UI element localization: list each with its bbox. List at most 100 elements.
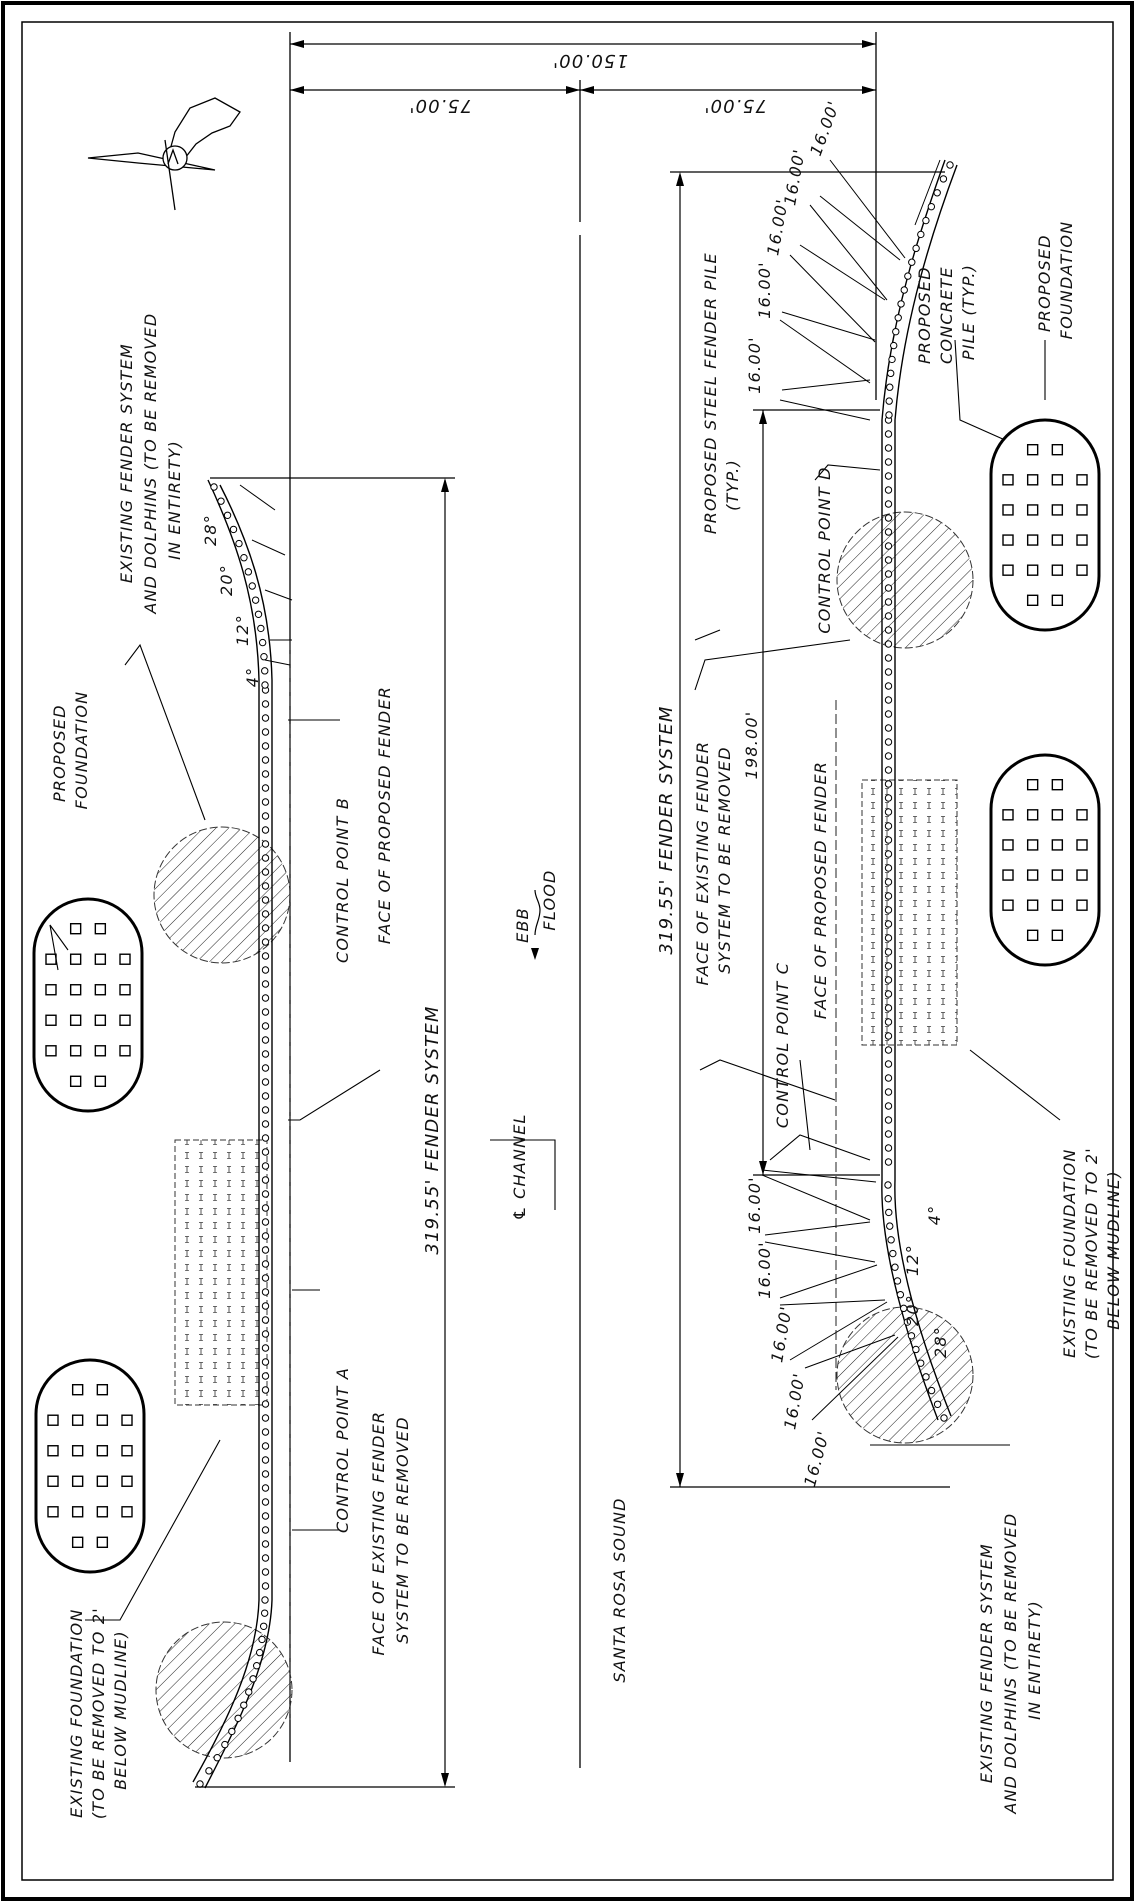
concrete-pile [94, 1075, 107, 1088]
fender-pile [261, 826, 270, 834]
fender-pile [244, 568, 253, 576]
fender-pile [261, 1246, 270, 1254]
concrete-pile [94, 923, 107, 935]
concrete-pile [45, 1014, 57, 1026]
fender-pile [261, 1512, 270, 1520]
fender-pile [255, 1648, 264, 1657]
concrete-pile [121, 1475, 133, 1487]
fender-pile [884, 990, 893, 998]
fender-pile [240, 554, 248, 562]
fender-pile [884, 528, 893, 536]
concrete-pile [69, 1014, 82, 1026]
concrete-pile-label: PROPOSED CONCRETE PILE (TYP.) [915, 260, 978, 364]
fender-pile [253, 1662, 261, 1670]
fender-pile [884, 1158, 893, 1166]
fender-pile [884, 682, 893, 690]
fender-pile [884, 710, 893, 718]
fender-pile [940, 1414, 948, 1422]
concrete-pile [1026, 594, 1039, 606]
right-fender-piles [884, 161, 954, 1422]
concrete-pile [1026, 899, 1039, 911]
fender-pile [261, 1498, 270, 1506]
concrete-pile [96, 1414, 109, 1426]
concrete-pile [1026, 839, 1039, 851]
fender-pile [927, 1386, 936, 1395]
dim-150: 150.00' [552, 50, 628, 71]
fender-pile [884, 976, 893, 984]
fender-pile [223, 511, 232, 519]
steel-pile-label: PROPOSED STEEL FENDER PILE (TYP.) [701, 246, 742, 534]
fender-pile [884, 1046, 893, 1054]
concrete-pile [71, 1414, 84, 1426]
fender-pile [884, 1060, 893, 1068]
fender-pile [261, 1134, 270, 1142]
fender-pile [261, 952, 270, 960]
fender-pile [927, 202, 936, 211]
concrete-pile [1076, 504, 1088, 516]
fender-pile [884, 500, 893, 508]
fender-pile [261, 854, 270, 862]
concrete-pile [96, 1506, 109, 1518]
fender-pile [261, 1064, 270, 1072]
fender-pile [896, 1290, 905, 1299]
concrete-pile [1002, 474, 1014, 486]
concrete-pile [1026, 474, 1039, 486]
fender-pile [922, 1373, 930, 1381]
concrete-pile [1076, 869, 1088, 881]
fender-pile [261, 742, 270, 750]
fender-pile [205, 1767, 213, 1775]
fender-pile [884, 920, 893, 928]
fender-pile [884, 808, 893, 816]
concrete-pile [96, 1383, 109, 1396]
concrete-pile [1076, 474, 1088, 486]
concrete-pile [119, 1045, 131, 1057]
existing-fender-dolphins-left: EXISTING FENDER SYSTEM AND DOLPHINS (TO … [117, 306, 184, 614]
concrete-pile [71, 1445, 84, 1457]
concrete-pile [1051, 869, 1064, 881]
fender-pile [261, 700, 270, 708]
concrete-pile [96, 1445, 109, 1457]
fender-pile [257, 624, 265, 633]
fender-pile [884, 892, 893, 900]
control-d-label: CONTROL POINT D [815, 466, 834, 633]
angle-20-left: 20° [217, 564, 236, 596]
fender-pile [884, 612, 893, 620]
concrete-pile [1051, 899, 1064, 911]
sp-5: 16.00' [806, 98, 843, 158]
fender-pile [221, 1740, 229, 1749]
concrete-pile [1002, 504, 1014, 516]
concrete-pile [1002, 869, 1014, 881]
proposed-foundation-right: PROPOSED FOUNDATION [1035, 221, 1076, 340]
concrete-pile [94, 984, 107, 996]
fender-pile [217, 497, 225, 505]
sp-2: 16.00' [755, 261, 774, 318]
sp-8: 16.00' [767, 1304, 796, 1364]
fender-pile [260, 653, 268, 661]
fender-pile [884, 752, 893, 760]
concrete-pile [1026, 779, 1039, 791]
dolphin-left-bottom [155, 1621, 293, 1759]
left-fender-piles [196, 483, 270, 1788]
fender-pile [884, 1018, 893, 1026]
flood-label: FLOOD [540, 869, 559, 930]
fender-pile [884, 472, 893, 480]
proposed-foundation-left-top [32, 897, 144, 1113]
concrete-pile [94, 953, 107, 965]
fender-pile [886, 1222, 894, 1230]
fender-pile [939, 175, 948, 183]
fender-pile [261, 1162, 270, 1170]
concrete-pile [119, 1014, 131, 1026]
sp-9: 16.00' [780, 1371, 809, 1431]
angle-28-left: 28° [201, 514, 220, 546]
fender-pile [234, 1714, 242, 1722]
concrete-pile [1026, 869, 1039, 881]
concrete-pile [1051, 779, 1064, 791]
angle-4-left: 4° [243, 667, 262, 688]
fender-pile [261, 1274, 270, 1282]
fender-pile [912, 244, 920, 253]
fender-pile [261, 1036, 270, 1044]
fender-pile [917, 230, 925, 239]
fender-pile [884, 1130, 893, 1138]
proposed-foundation-left: PROPOSED FOUNDATION [50, 691, 91, 810]
